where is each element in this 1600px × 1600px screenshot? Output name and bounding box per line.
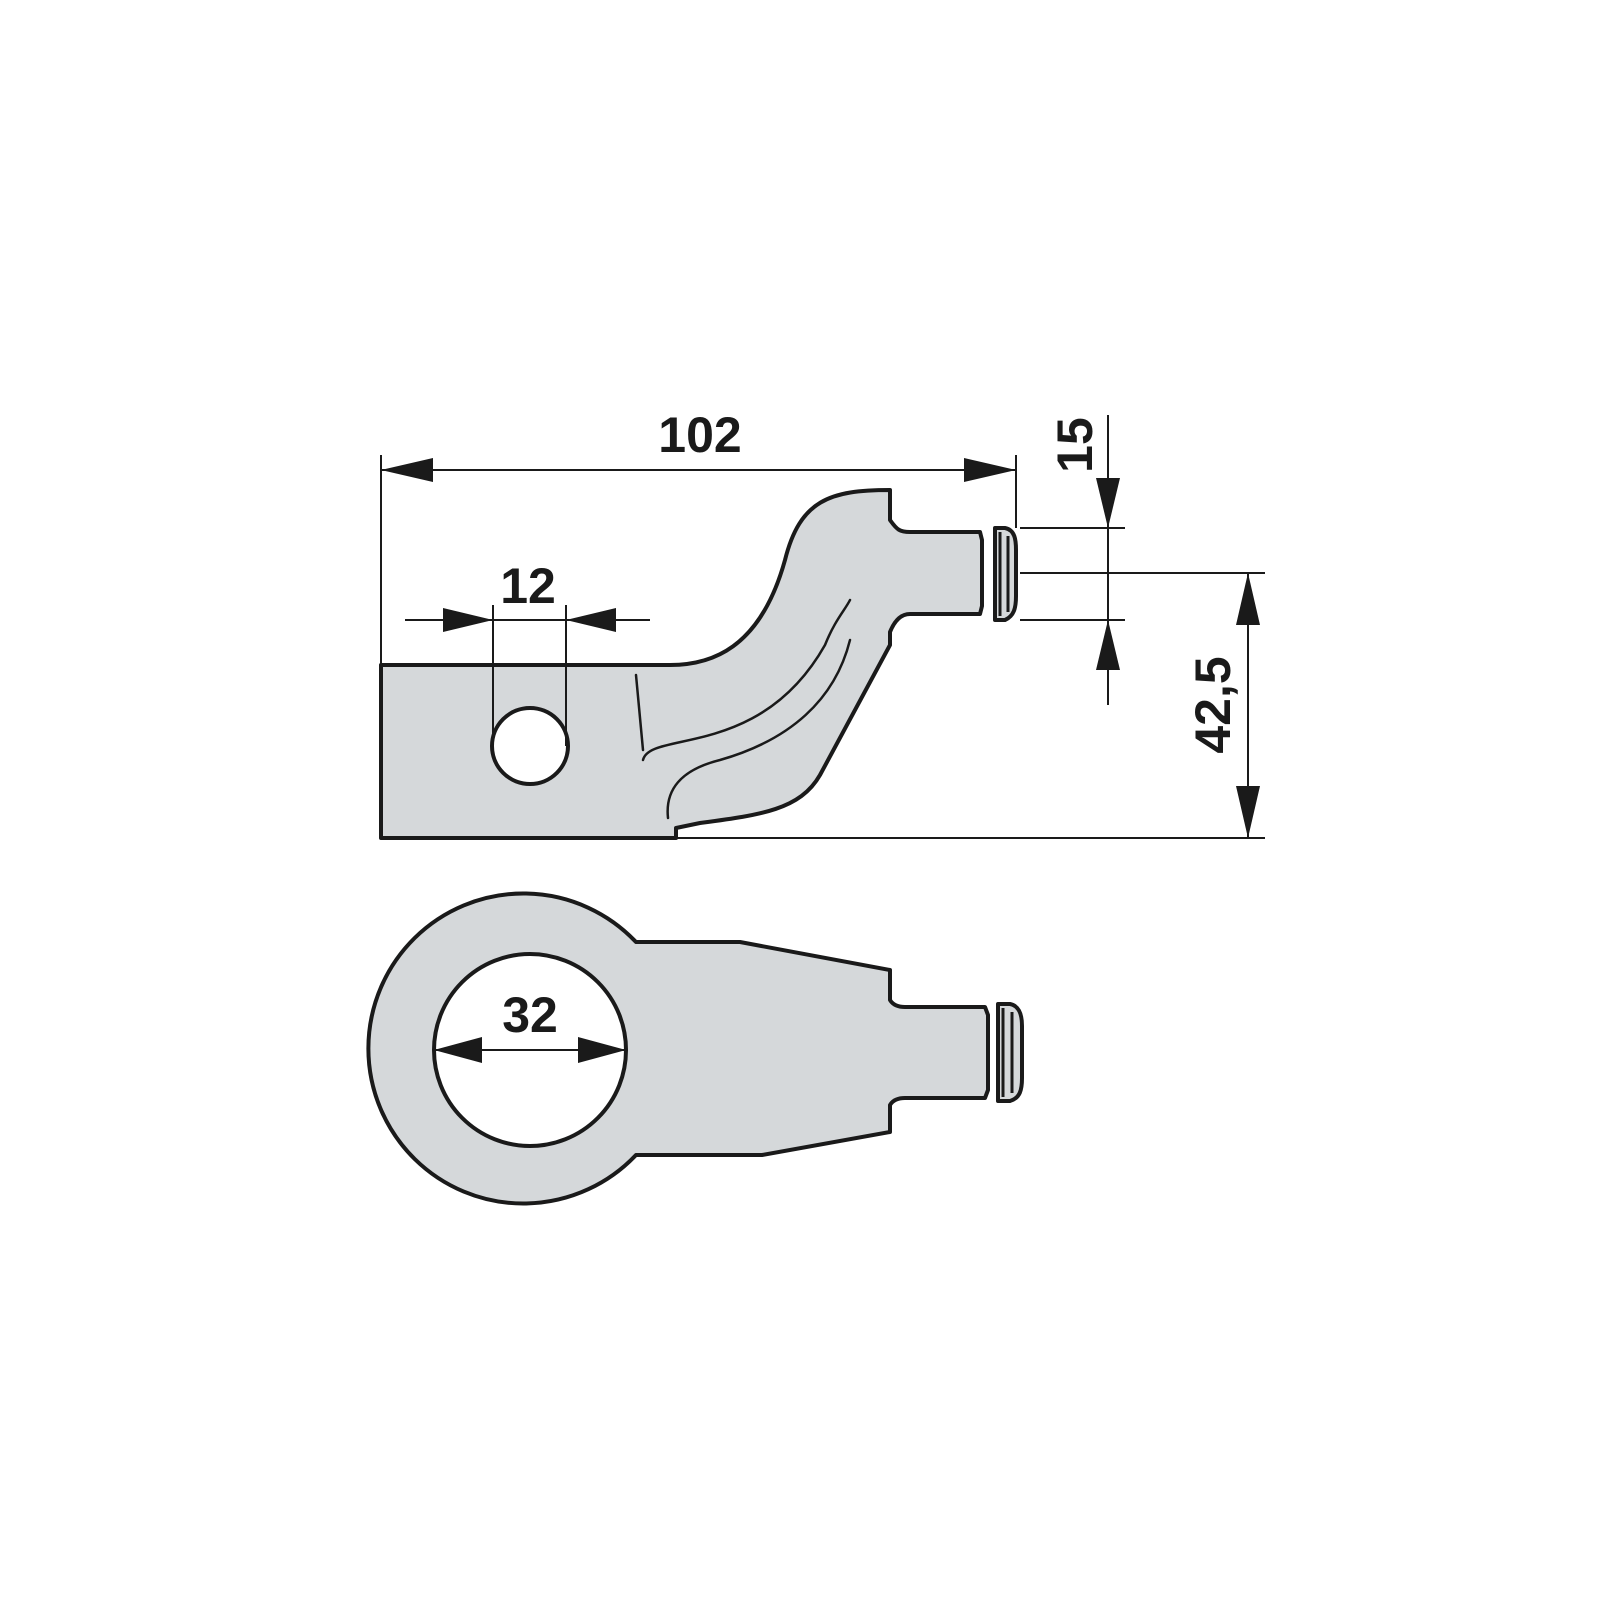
arrow-left (443, 608, 493, 632)
arrow-left (434, 1037, 482, 1063)
arrow-bottom (1096, 620, 1120, 670)
dimension-bolt-hole: 12 (405, 558, 650, 746)
arrow-right (578, 1037, 626, 1063)
arrow-right (964, 458, 1016, 482)
side-view-detail-curve-2 (666, 638, 852, 820)
arrow-top (1236, 573, 1260, 625)
side-view (379, 488, 1018, 840)
side-view-body (379, 488, 984, 840)
side-view-bolt-hole (490, 706, 570, 786)
arrow-left (381, 458, 433, 482)
arrow-top (1096, 478, 1120, 528)
side-view-detail-line (634, 673, 645, 752)
side-view-detail-curve (641, 598, 852, 762)
dimension-label-pin-diameter: 15 (1047, 417, 1103, 473)
dimension-eye-bore: 32 (434, 987, 626, 1063)
dimension-label-height: 42,5 (1185, 656, 1241, 753)
arrow-right (566, 608, 616, 632)
side-view-pin-tip (993, 526, 1018, 622)
dimension-height: 42,5 (676, 572, 1265, 839)
dimension-label-length: 102 (658, 407, 741, 463)
dimension-pin-diameter: 15 (1020, 415, 1125, 705)
arrow-bottom (1236, 786, 1260, 838)
dimension-label-eye-bore: 32 (502, 987, 558, 1043)
dimension-label-bolt-hole: 12 (500, 558, 556, 614)
dimension-overall-length: 102 (380, 407, 1017, 665)
